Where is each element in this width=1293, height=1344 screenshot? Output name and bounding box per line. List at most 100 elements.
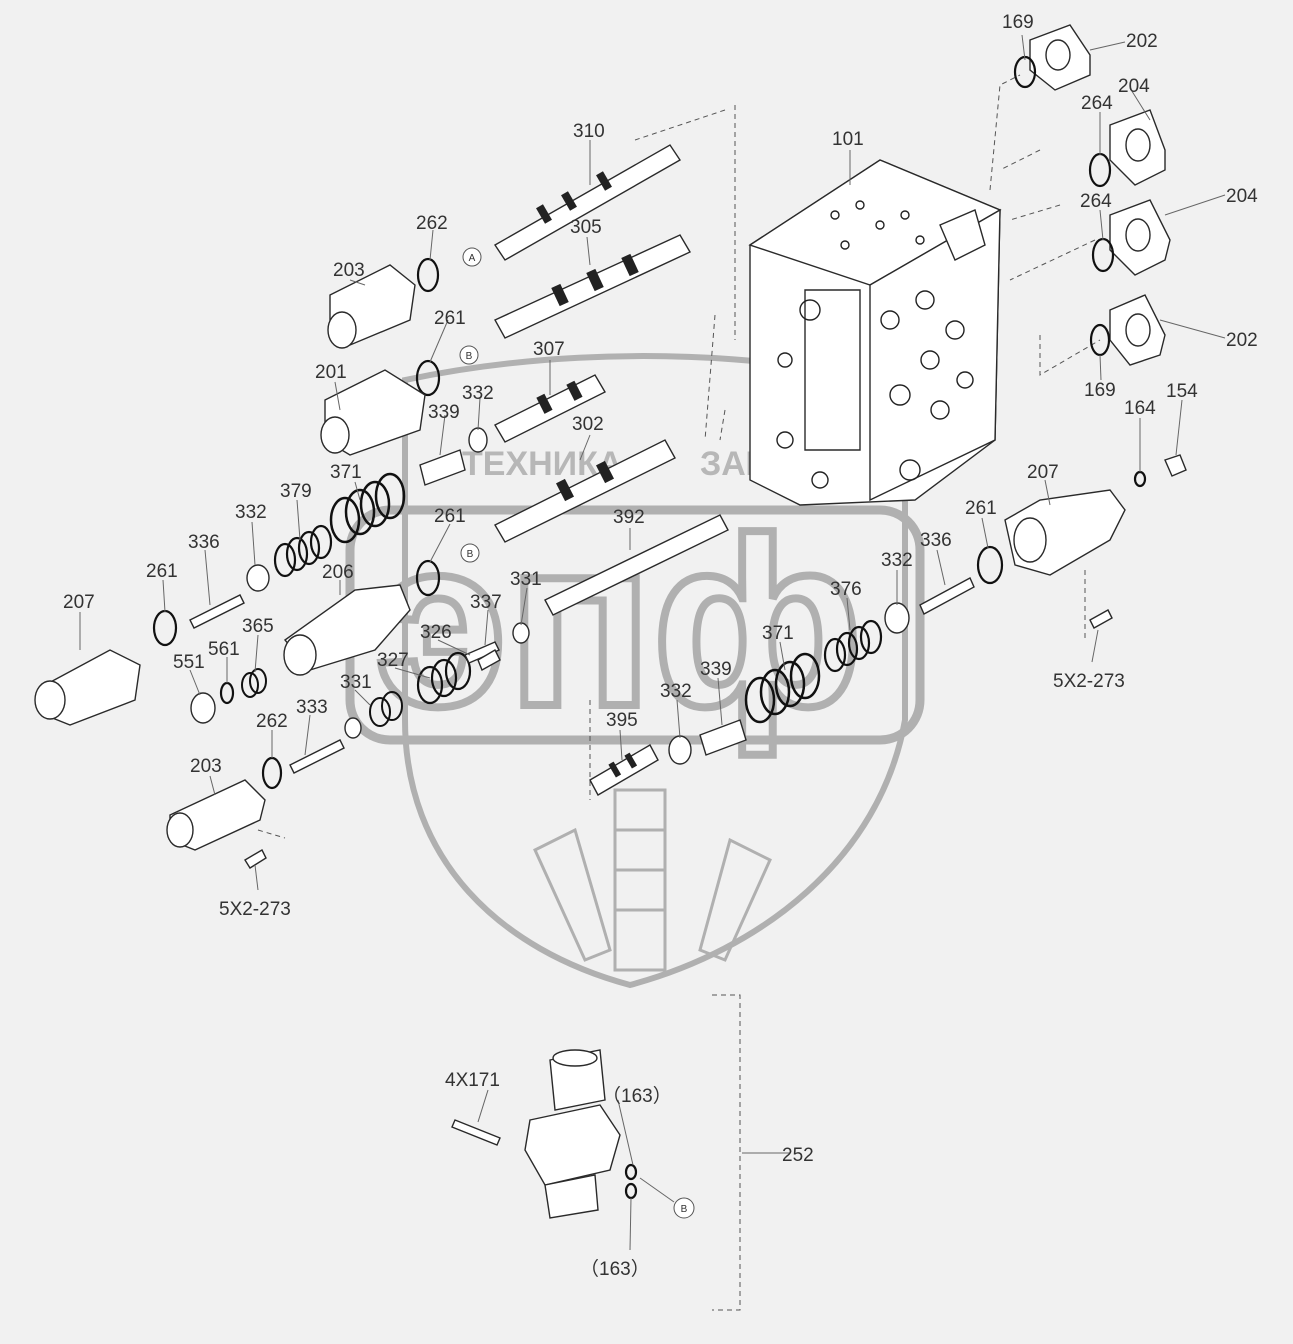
spacer-339-a (419, 449, 466, 486)
callout-b1: B (459, 345, 479, 365)
label-326: 326 (420, 622, 452, 643)
label-264-a: 264 (1081, 93, 1113, 114)
label-262-b: 262 (256, 711, 288, 732)
label-206: 206 (322, 562, 354, 583)
valve-body-101 (748, 159, 1002, 506)
spacer-339-b (699, 719, 747, 756)
plug-154 (1164, 454, 1187, 477)
label-5x2-273-right: 5X2-273 (1053, 671, 1125, 692)
label-331-b: 331 (340, 672, 372, 693)
spring-331-b (369, 691, 403, 727)
label-261-c: 261 (434, 506, 466, 527)
label-332-a: 332 (462, 383, 494, 404)
label-204-mid: 204 (1226, 186, 1258, 207)
label-203-top: 203 (333, 260, 365, 281)
label-331-a: 331 (510, 569, 542, 590)
oring-261-c (415, 559, 441, 597)
label-551: 551 (173, 652, 205, 673)
plunger-395 (589, 744, 659, 796)
callout-b2: B (460, 543, 480, 563)
label-371-b: 371 (762, 623, 794, 644)
label-332-c: 332 (881, 550, 913, 571)
cap-207-right (1004, 489, 1126, 576)
label-252: 252 (782, 1145, 814, 1166)
label-332-d: 332 (660, 681, 692, 702)
label-163-top: （163） (602, 1085, 672, 1107)
bolt-336-b (919, 577, 975, 615)
label-204-top: 204 (1118, 76, 1150, 97)
wheat-emblem (533, 788, 772, 972)
seat-332-b (246, 564, 270, 592)
label-4x171: 4X171 (445, 1070, 500, 1091)
oring-163-top (624, 1163, 638, 1181)
seat-331-a (512, 622, 530, 644)
label-339-a: 339 (428, 402, 460, 423)
label-333: 333 (296, 697, 328, 718)
label-336-b: 336 (920, 530, 952, 551)
spool-310 (494, 144, 681, 261)
spool-392 (544, 514, 729, 616)
label-169-top: 169 (1002, 12, 1034, 33)
label-310: 310 (573, 121, 605, 142)
cap-203-bottom (166, 779, 266, 851)
oring-561 (219, 681, 235, 705)
label-561: 561 (208, 639, 240, 660)
label-202-bottom: 202 (1226, 330, 1258, 351)
label-336-a: 336 (188, 532, 220, 553)
spool-305 (494, 234, 691, 339)
oring-163-bottom (624, 1182, 638, 1200)
label-307: 307 (533, 339, 565, 360)
housing-206 (283, 584, 411, 676)
label-261-b: 261 (146, 561, 178, 582)
part-labels: 169 202 264 204 264 204 202 169 164 154 … (63, 12, 1258, 1280)
bolt-5x2-273-right (1089, 609, 1113, 629)
oring-262-b (261, 756, 283, 790)
oring-262-top (416, 257, 440, 293)
cover-202-bottom (1109, 294, 1166, 366)
label-207-right: 207 (1027, 462, 1059, 483)
pin-326 (464, 641, 500, 664)
spring-371-a (329, 472, 406, 544)
spring-379 (273, 524, 333, 578)
cap-201 (320, 369, 426, 456)
label-203-bottom: 203 (190, 756, 222, 777)
callout-a: A (462, 247, 482, 267)
leader-lines (79, 34, 1226, 1251)
callout-b3: B (673, 1197, 695, 1219)
spool-302 (494, 439, 676, 543)
label-101: 101 (832, 129, 864, 150)
label-327: 327 (377, 650, 409, 671)
seat-332-d (668, 735, 692, 765)
svg-text:B: B (467, 549, 474, 560)
cover-204-top (1109, 109, 1166, 186)
valve-assembly-252 (451, 1049, 621, 1219)
label-376: 376 (830, 579, 862, 600)
seat-333 (344, 717, 362, 739)
oring-261-a (415, 359, 441, 397)
label-392: 392 (613, 507, 645, 528)
watermark-monogram: эпф (375, 488, 863, 756)
cap-203-top (327, 264, 416, 349)
label-207-left: 207 (63, 592, 95, 613)
label-339-b: 339 (700, 659, 732, 680)
label-261-a: 261 (434, 308, 466, 329)
stopper-337 (477, 649, 501, 671)
oring-264-a (1088, 152, 1112, 188)
assembly-lines (257, 74, 1101, 1311)
cap-207-left (34, 649, 141, 726)
cover-204-mid (1109, 199, 1171, 276)
label-371-a: 371 (330, 462, 362, 483)
seat-332-c (884, 602, 910, 634)
svg-text:B: B (681, 1204, 688, 1215)
spring-371-b (744, 652, 821, 724)
svg-text:B: B (466, 351, 473, 362)
spring-327 (416, 651, 472, 705)
label-365: 365 (242, 616, 274, 637)
label-169-bottom: 169 (1084, 380, 1116, 401)
oring-164 (1133, 470, 1147, 488)
label-154: 154 (1166, 381, 1198, 402)
watermark-logo: эпф ТЕХНИКА ЗАПЧАСТИ (345, 353, 925, 989)
plug-365 (241, 668, 267, 698)
label-5x2-273-left: 5X2-273 (219, 899, 291, 920)
